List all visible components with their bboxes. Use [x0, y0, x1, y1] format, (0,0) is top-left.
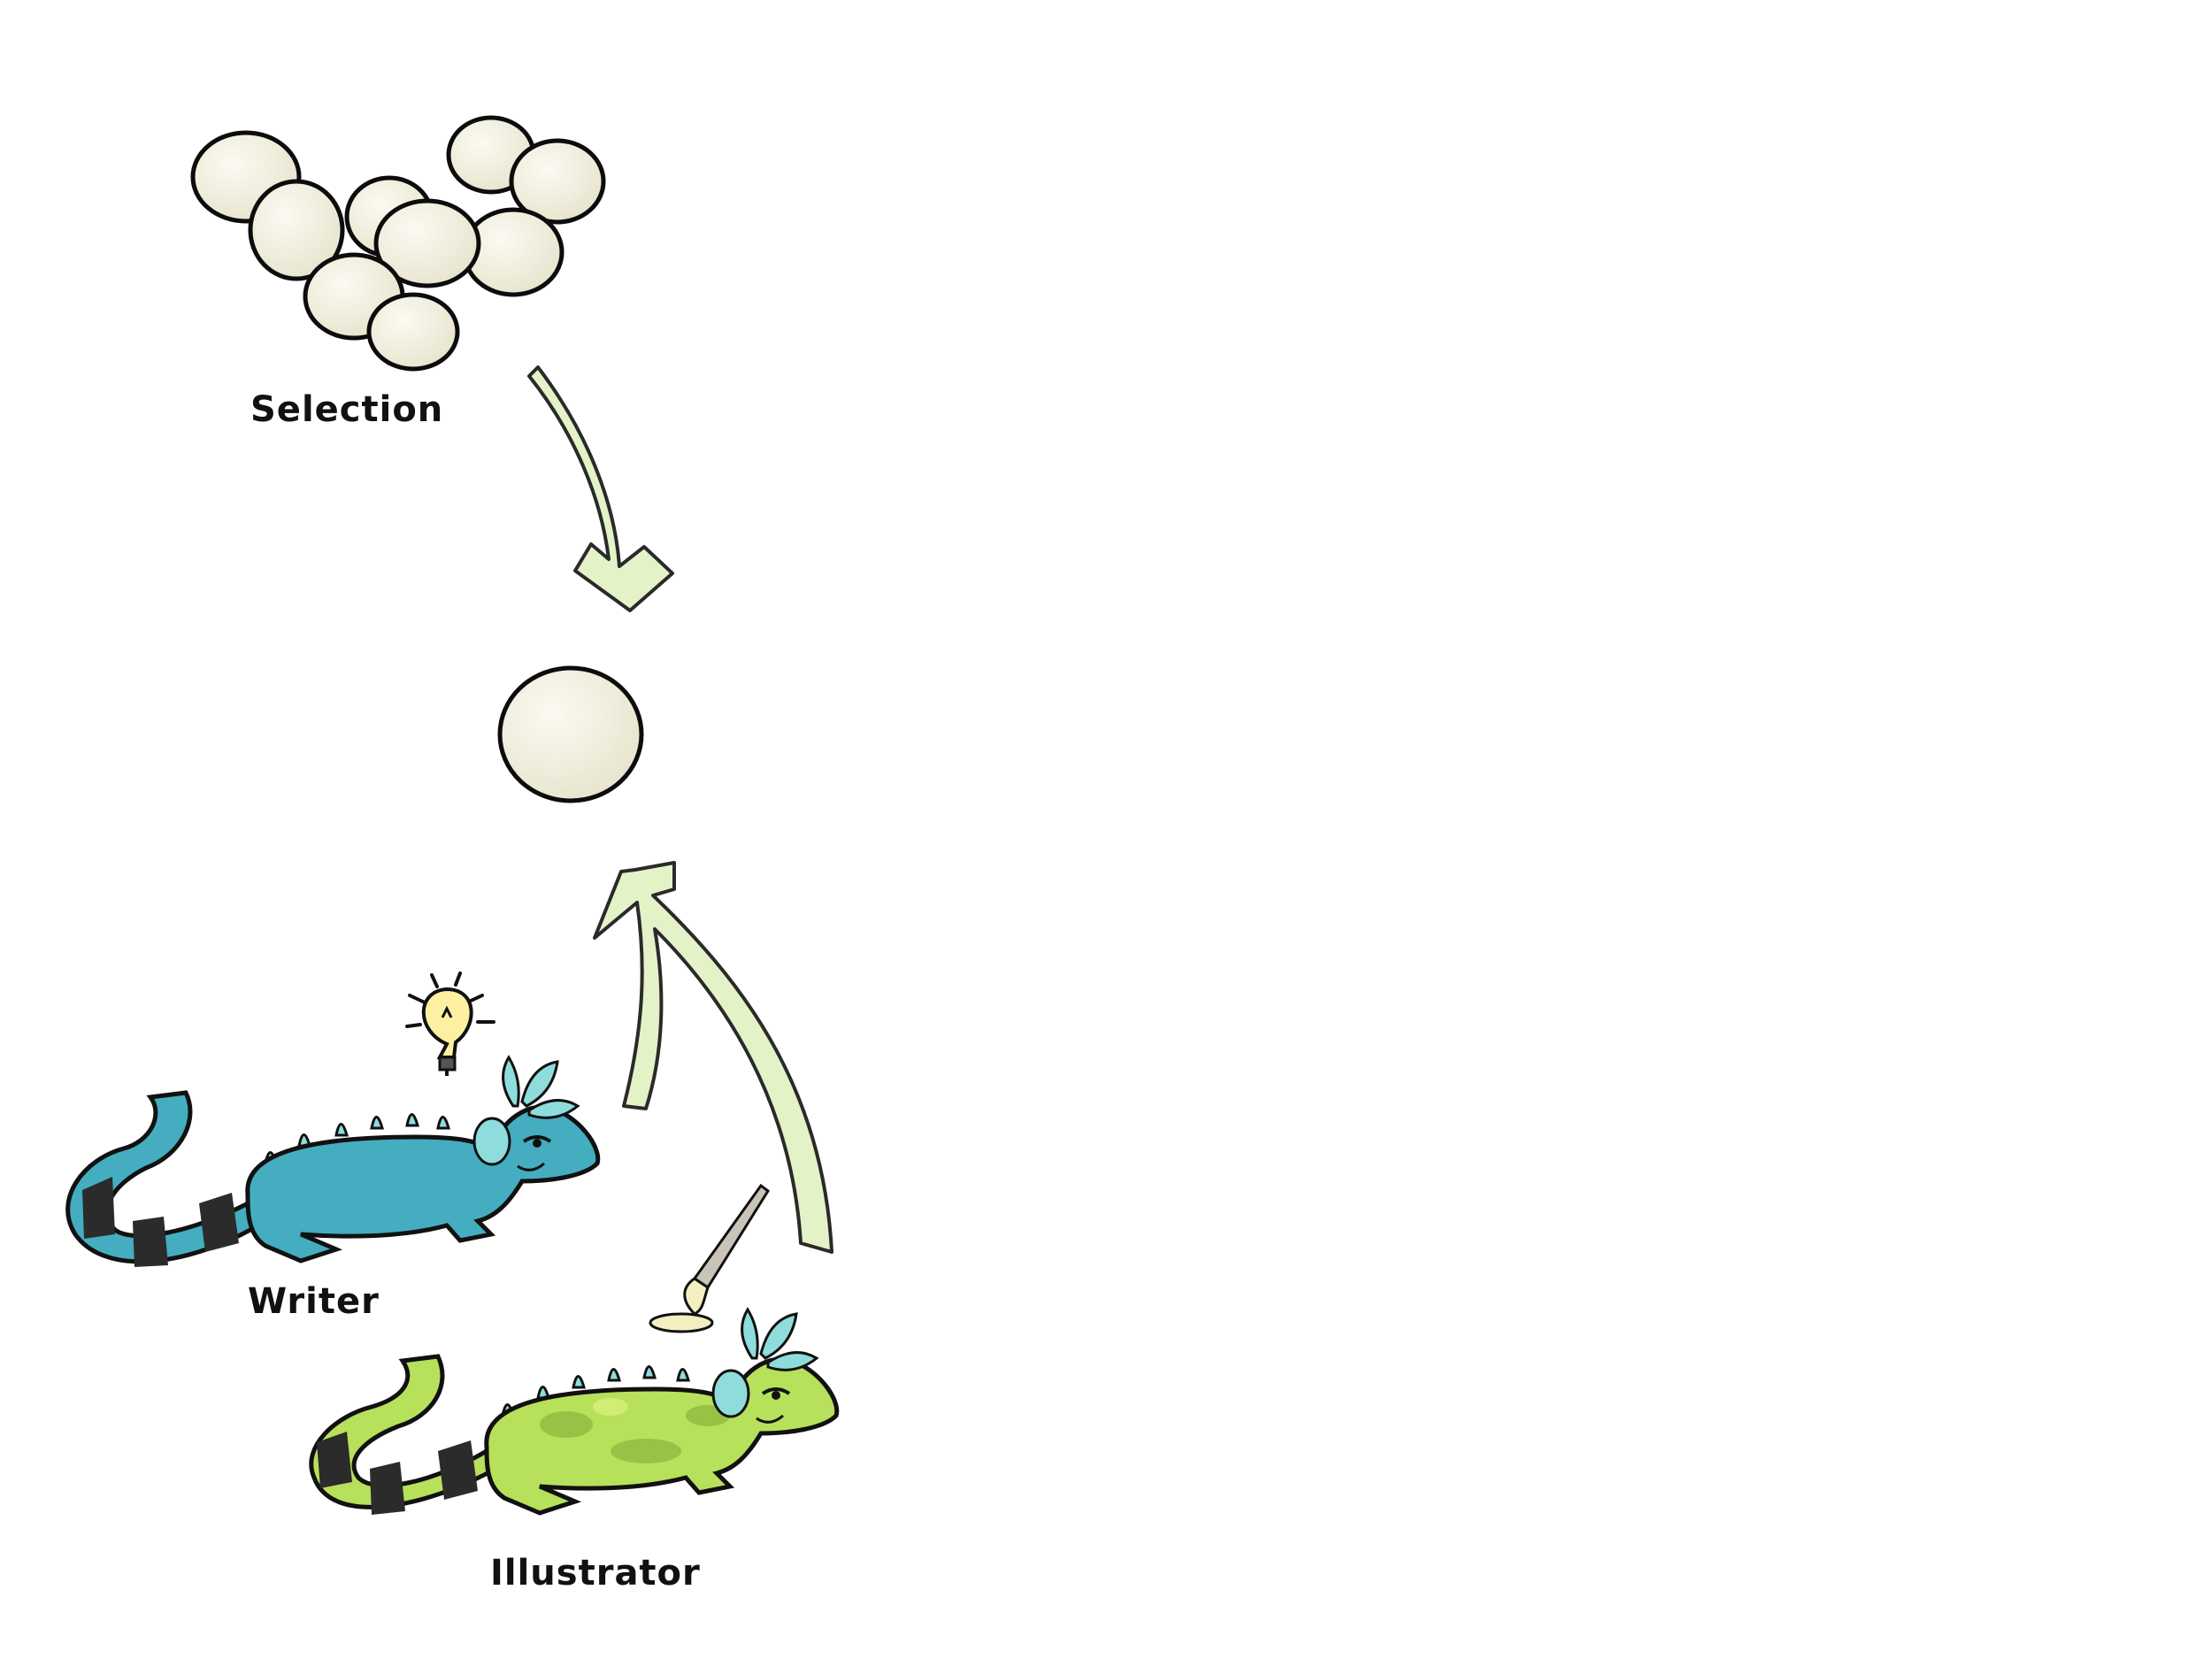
- egg: [248, 179, 345, 281]
- selection-label: Selection: [250, 389, 444, 430]
- egg: [509, 138, 606, 225]
- writer-label: Writer: [248, 1281, 380, 1322]
- arrow-selection-to-egg: [527, 365, 674, 612]
- illustrator-lizard: [309, 1307, 840, 1516]
- single-egg: [497, 665, 644, 803]
- egg: [373, 198, 481, 288]
- writer-lizard: [65, 1055, 601, 1267]
- lightbulb-icon: [405, 972, 495, 1076]
- arrow-to-egg: [593, 861, 833, 1254]
- paintbrush-icon: [649, 1183, 771, 1333]
- egg: [366, 292, 460, 372]
- egg-cluster: [190, 115, 606, 372]
- illustrator-label: Illustrator: [490, 1553, 701, 1594]
